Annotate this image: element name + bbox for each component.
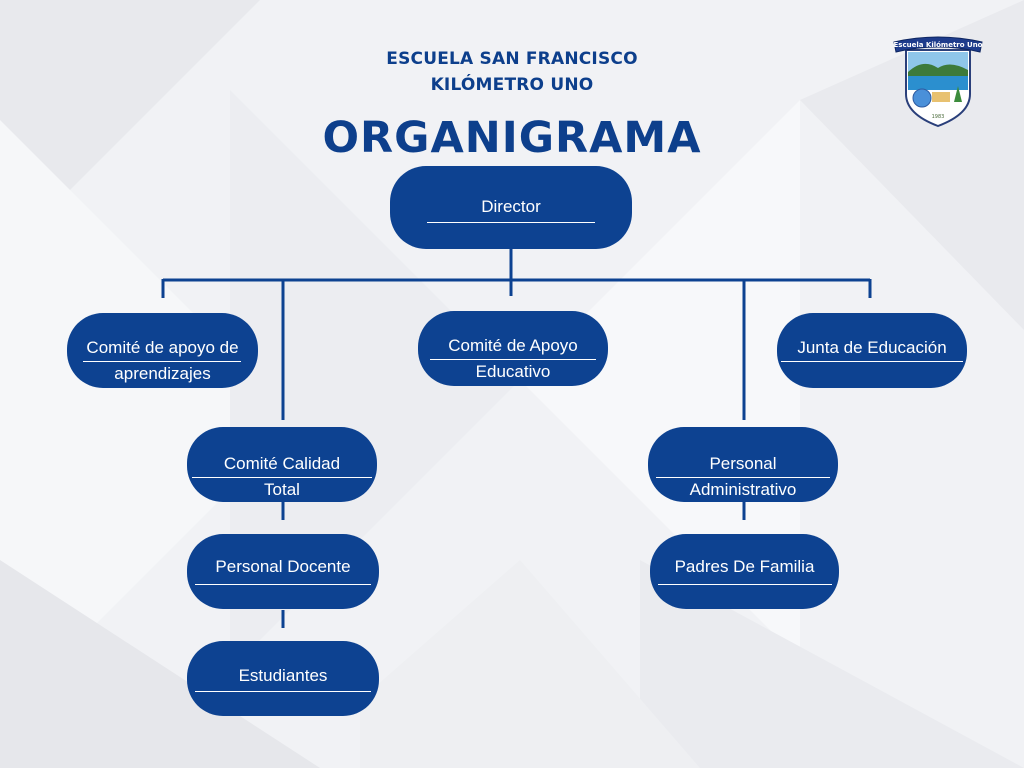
node-comite-apoyo-aprendizajes: Comité de apoyo de aprendizajes [67,313,258,388]
node-underline [781,361,963,362]
node-personal-administrativo: Personal Administrativo [648,427,838,502]
node-label: Director [481,197,541,216]
node-personal-docente: Personal Docente [187,534,379,609]
school-crest-icon: 1983 Escuela Kilómetro Uno [893,36,983,128]
node-director: Director [390,166,632,249]
node-underline [195,691,371,692]
node-label: Comité Calidad Total [223,454,341,499]
node-underline [192,477,372,478]
node-label: Personal Docente [215,557,351,576]
school-name-line-2: KILÓMETRO UNO [430,75,594,95]
node-underline [83,361,241,362]
node-comite-calidad-total: Comité Calidad Total [187,427,377,502]
node-underline [656,477,830,478]
page-title: ORGANIGRAMA [322,113,702,163]
node-label: Personal Administrativo [689,454,797,499]
node-underline [658,584,832,585]
node-comite-apoyo-educativo: Comité de Apoyo Educativo [418,311,608,386]
node-label: Estudiantes [238,666,328,685]
node-label: Comité de Apoyo Educativo [448,336,578,381]
node-label: Padres De Familia [674,557,815,576]
node-label: Comité de apoyo de aprendizajes [86,338,239,383]
node-junta-educacion: Junta de Educación [777,313,967,388]
logo-banner-text: Escuela Kilómetro Uno [894,41,983,49]
node-padres-familia: Padres De Familia [650,534,839,609]
node-underline [195,584,371,585]
node-underline [427,222,595,223]
school-name-line-1: ESCUELA SAN FRANCISCO [386,49,638,69]
node-estudiantes: Estudiantes [187,641,379,716]
svg-text:1983: 1983 [932,114,945,120]
node-label: Junta de Educación [797,338,947,357]
node-underline [430,359,596,360]
